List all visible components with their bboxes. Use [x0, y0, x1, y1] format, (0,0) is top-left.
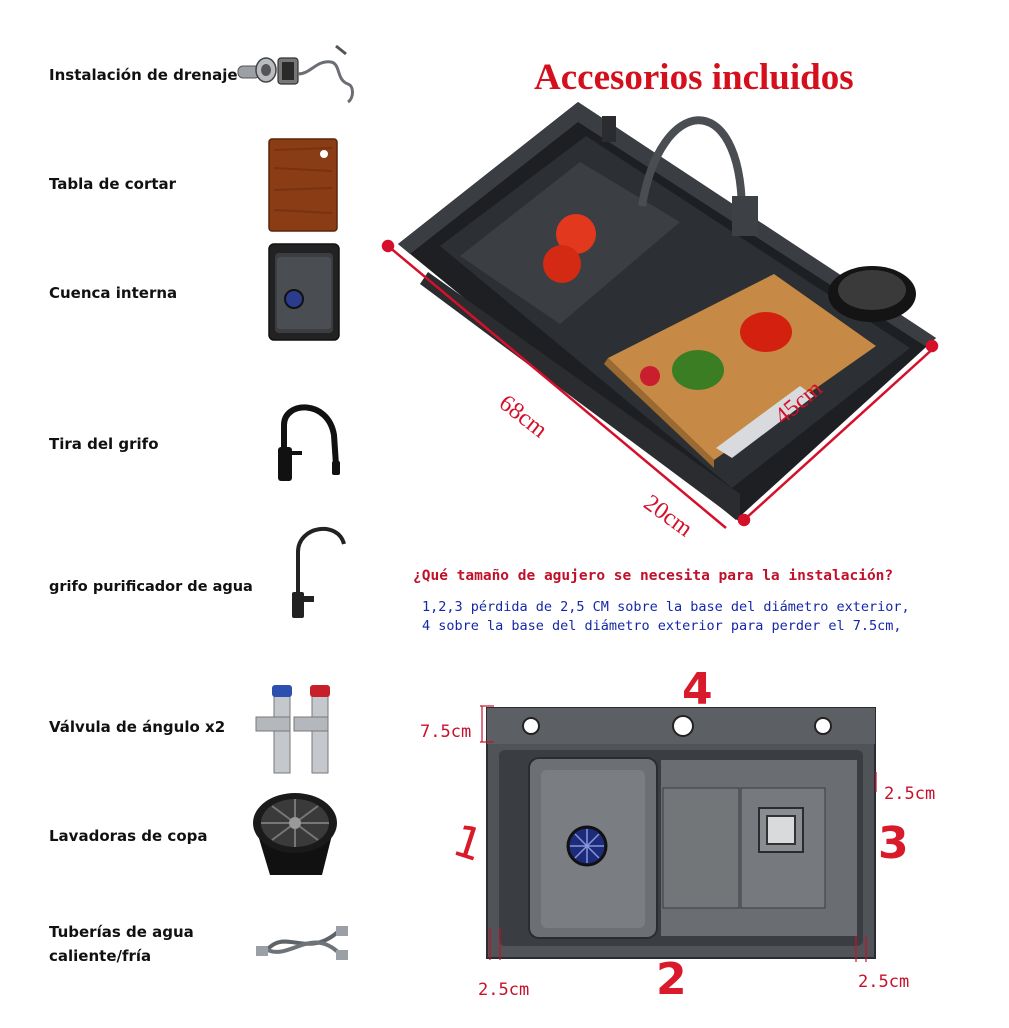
accessory-label-inner-basin: Cuenca interna: [49, 284, 178, 302]
accessory-label-faucet: Tira del grifo: [49, 435, 159, 453]
diagram-right-margin: 2.5cm: [884, 784, 936, 804]
side-number-4: 4: [682, 664, 713, 715]
accessory-label-drain: Instalación de drenaje: [49, 66, 238, 84]
accessory-label-cutting-board: Tabla de cortar: [49, 175, 177, 193]
accessory-label-hoses: Tuberías de agua: [49, 923, 194, 941]
drain-kit-icon: [237, 44, 354, 104]
tap-hole-2: [672, 715, 694, 737]
installation-note-2: 4 sobre la base del diámetro exterior pa…: [422, 618, 902, 634]
diagram-bottom-right-margin: 2.5cm: [858, 972, 910, 992]
diagram-bottom-left-margin: 2.5cm: [478, 980, 530, 1000]
side-number-2: 2: [656, 954, 687, 1005]
page-title: Accesorios incluidos: [534, 57, 854, 98]
sink-top-view-diagram: [486, 707, 876, 959]
water-hose-icon: [256, 926, 348, 960]
accessory-label-cup-washer: Lavadoras de copa: [49, 827, 208, 845]
pull-down-faucet-icon: [278, 404, 340, 481]
purifier-faucet-icon: [292, 526, 346, 618]
angle-valve-icon: [255, 685, 330, 774]
side-number-3: 3: [878, 818, 909, 869]
accessory-label-hoses-line2: caliente/fría: [49, 947, 152, 965]
cutting-board-in-sink: [608, 274, 876, 460]
cup-washer-icon: [253, 793, 337, 875]
tap-hole-3: [814, 717, 832, 735]
accessory-label-purifier: grifo purificador de agua: [49, 579, 253, 595]
accessory-label-angle-valve: Válvula de ángulo x2: [49, 718, 226, 736]
cutting-board-icon: [268, 138, 338, 232]
installation-note-1: 1,2,3 pérdida de 2,5 CM sobre la base de…: [422, 599, 910, 615]
sink-product-image: [381, 102, 939, 529]
installation-question: ¿Qué tamaño de agujero se necesita para …: [413, 568, 894, 584]
diagram-dimension-lines: [480, 705, 877, 962]
inner-basin-icon: [268, 243, 340, 341]
diagram-top-margin: 7.5cm: [420, 722, 472, 742]
tap-hole-1: [522, 717, 540, 735]
